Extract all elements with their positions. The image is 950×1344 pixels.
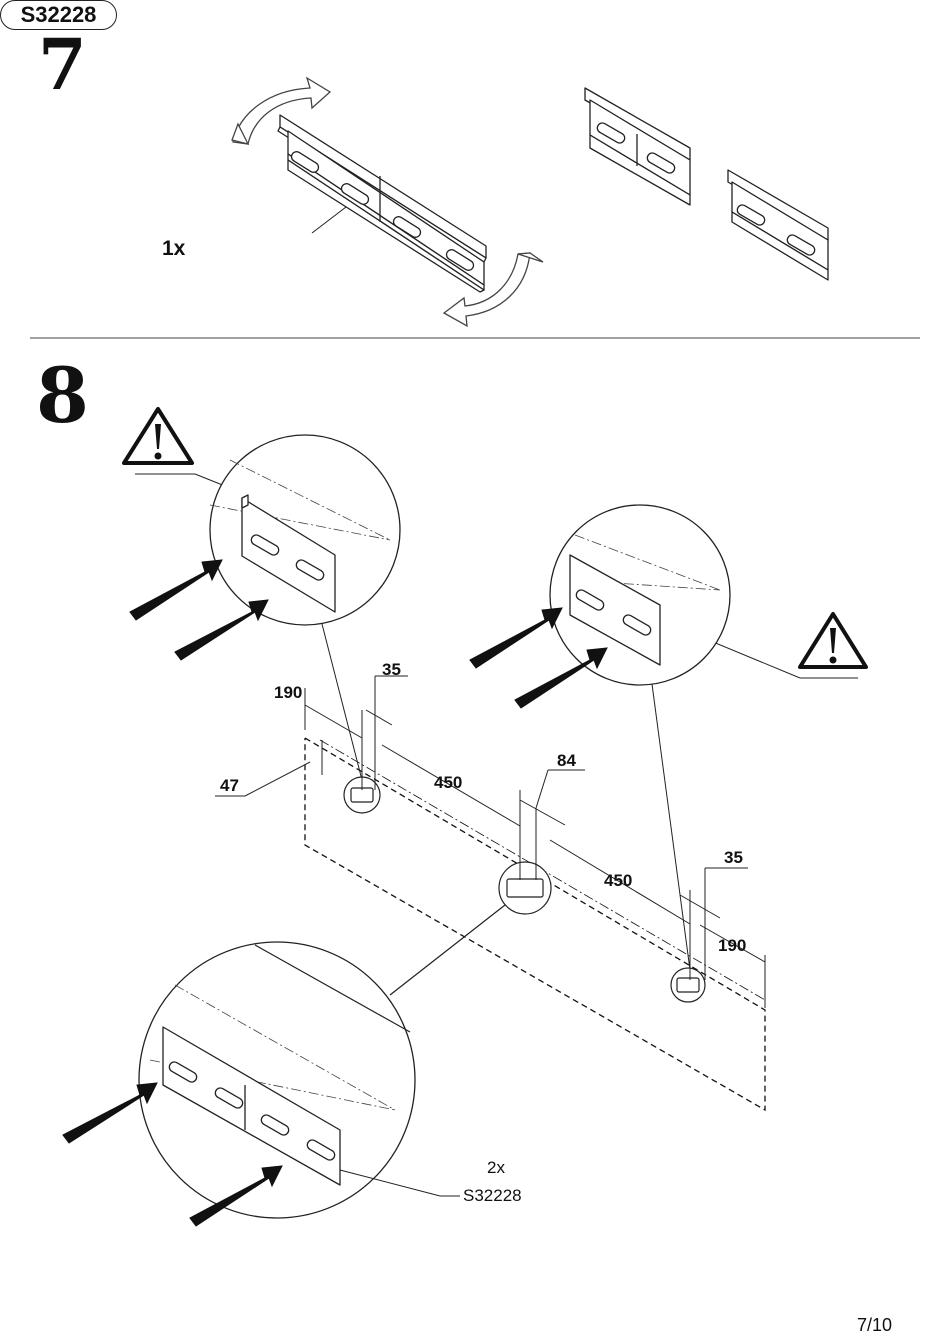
dim-bracket-width-right: 35 (724, 848, 743, 868)
warning-icon (124, 409, 240, 492)
dim-right-offset: 190 (718, 936, 746, 956)
detail-circle-right (550, 505, 730, 970)
step-7-bracket-b (728, 170, 828, 280)
dim-center-width: 84 (557, 751, 576, 771)
page-number: 7/10 (857, 1315, 892, 1336)
step-8-quantity: 2x (487, 1158, 505, 1178)
step-7-bracket-a (585, 88, 690, 205)
step-7-leader (312, 207, 346, 233)
mounting-points (344, 777, 705, 1002)
dim-bracket-width-left: 35 (382, 660, 401, 680)
dim-left-offset: 190 (274, 683, 302, 703)
detail-circle-bottom (139, 942, 460, 1218)
rotate-arrow-icon (232, 78, 330, 144)
dim-spacing-right: 450 (604, 871, 632, 891)
dim-spacing-left: 450 (434, 773, 462, 793)
step-7-rail (278, 115, 486, 292)
dim-top-offset: 47 (220, 776, 239, 796)
step-8-part-code: S32228 (463, 1186, 522, 1206)
